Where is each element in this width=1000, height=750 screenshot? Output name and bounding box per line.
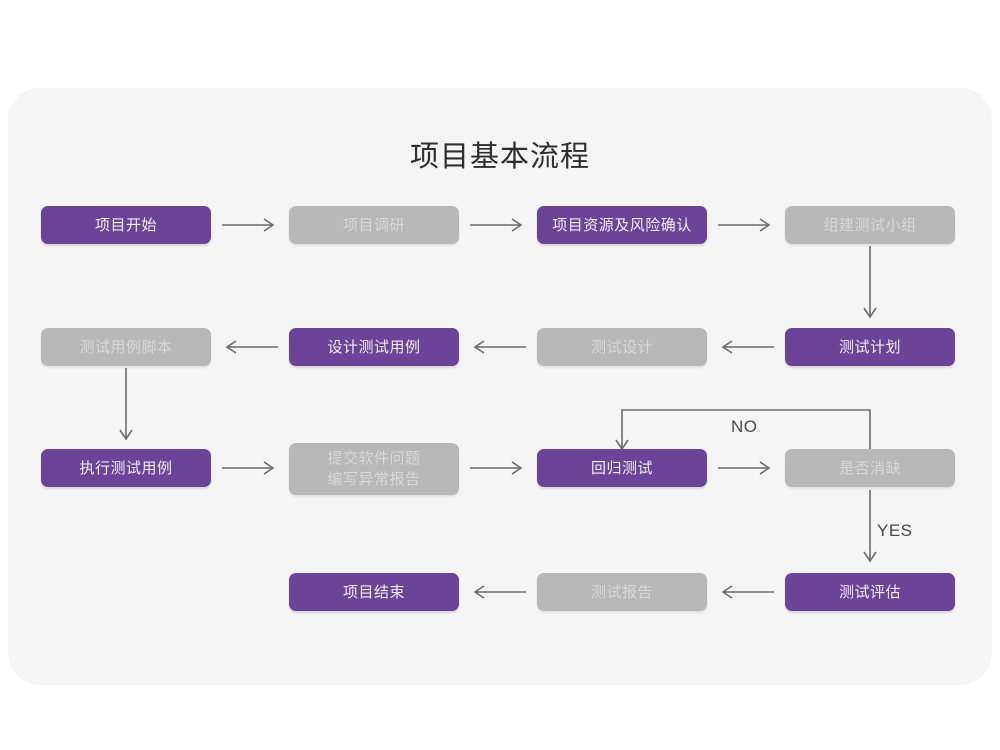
node-regression-test[interactable]: 回归测试: [537, 449, 707, 487]
node-test-design[interactable]: 测试设计: [537, 328, 707, 366]
node-project-research[interactable]: 项目调研: [289, 206, 459, 244]
page-title: 项目基本流程: [409, 141, 590, 173]
node-defect-resolved[interactable]: 是否消缺: [785, 449, 955, 487]
node-test-case-script[interactable]: 测试用例脚本: [41, 328, 211, 366]
node-resource-risk-confirm[interactable]: 项目资源及风险确认: [537, 206, 707, 244]
branch-label-yes: YES: [877, 521, 913, 540]
node-test-evaluation[interactable]: 测试评估: [785, 573, 955, 611]
branch-label-no: NO: [731, 417, 758, 436]
node-form-test-team[interactable]: 组建测试小组: [785, 206, 955, 244]
node-test-report[interactable]: 测试报告: [537, 573, 707, 611]
node-execute-test-case[interactable]: 执行测试用例: [41, 449, 211, 487]
node-label-line1: 提交软件问题: [327, 450, 421, 467]
node-project-end[interactable]: 项目结束: [289, 573, 459, 611]
node-submit-defect-report[interactable]: 提交软件问题 编写异常报告: [289, 443, 459, 495]
node-label-line2: 编写异常报告: [327, 471, 421, 488]
node-design-test-case[interactable]: 设计测试用例: [289, 328, 459, 366]
node-test-plan[interactable]: 测试计划: [785, 328, 955, 366]
node-project-start[interactable]: 项目开始: [41, 206, 211, 244]
